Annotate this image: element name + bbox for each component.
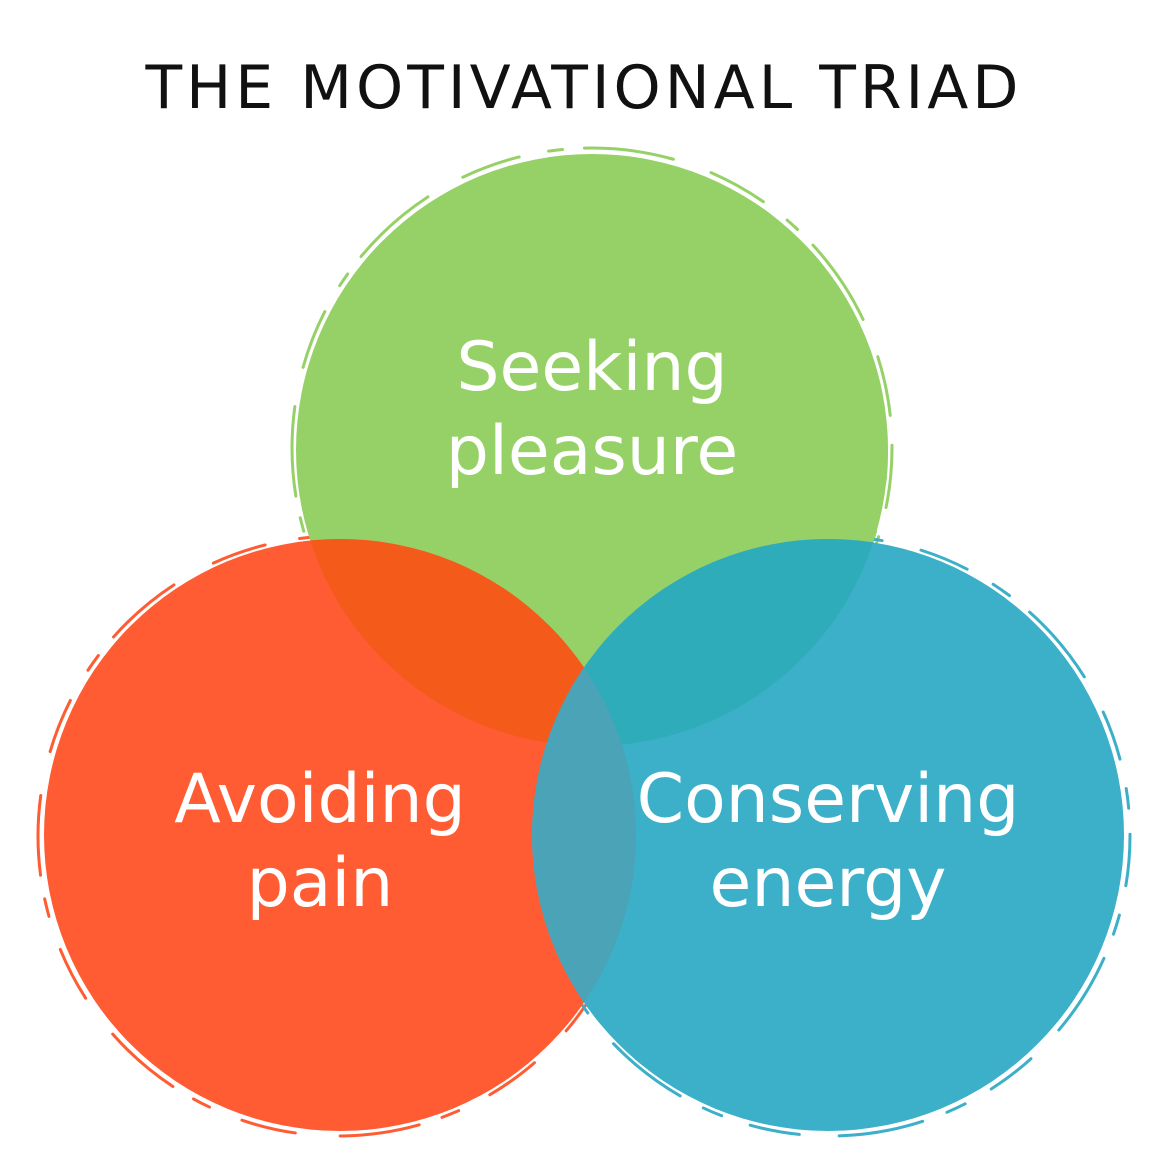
label-pain: pain bbox=[246, 844, 394, 923]
overlap-top-right-group bbox=[532, 539, 888, 746]
label-avoiding-pain: Avoiding pain bbox=[60, 758, 580, 926]
label-seeking-pleasure: Seeking pleasure bbox=[332, 326, 852, 494]
label-avoiding: Avoiding bbox=[174, 760, 466, 839]
diagram-title: THE MOTIVATIONAL TRIAD bbox=[145, 53, 1023, 123]
label-energy: energy bbox=[709, 844, 947, 923]
label-conserving: Conserving bbox=[636, 760, 1020, 839]
overlap-top-right bbox=[532, 539, 888, 746]
label-pleasure: pleasure bbox=[445, 412, 739, 491]
overlap-top-left bbox=[296, 539, 636, 746]
label-seeking: Seeking bbox=[456, 328, 728, 407]
label-conserving-energy: Conserving energy bbox=[568, 758, 1088, 926]
overlap-top-left-group bbox=[296, 539, 636, 746]
